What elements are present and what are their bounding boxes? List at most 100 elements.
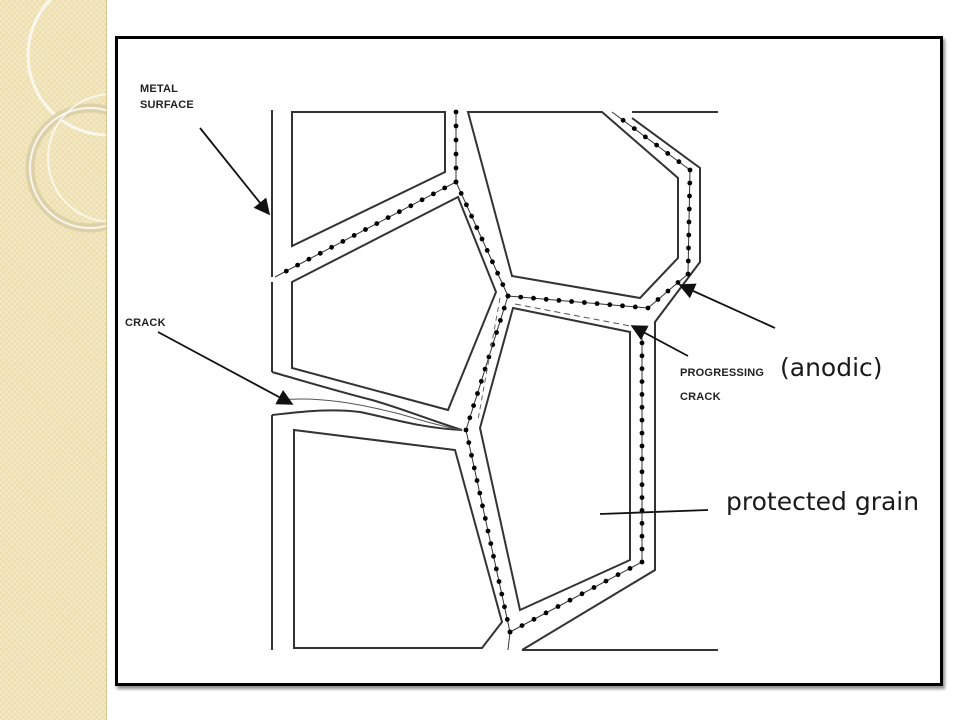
crack-fissure bbox=[279, 398, 463, 431]
label-progressing-line2: CRACK bbox=[680, 391, 721, 403]
anodic-dot bbox=[567, 597, 573, 603]
anodic-dot bbox=[499, 591, 505, 597]
anodic-dot bbox=[505, 293, 511, 299]
anodic-dot bbox=[639, 456, 645, 462]
anodic-dot bbox=[475, 391, 480, 396]
anodic-dot bbox=[639, 443, 645, 449]
decorative-side-strip bbox=[0, 0, 107, 720]
label-protected-grain: protected grain bbox=[726, 487, 919, 516]
anodic-dot bbox=[620, 117, 626, 123]
metal-surface-arrow bbox=[199, 127, 271, 216]
anodic-dot bbox=[283, 268, 289, 274]
anodic-dot bbox=[639, 417, 645, 423]
anodic-dot bbox=[686, 245, 691, 251]
anodic-dot bbox=[484, 248, 490, 253]
anodic-dot bbox=[639, 392, 645, 397]
crack-path-lower bbox=[271, 409, 463, 431]
anodic-dot bbox=[639, 546, 645, 552]
anodic-dot bbox=[431, 191, 436, 197]
anodic-dot bbox=[685, 271, 691, 277]
progressing-crack-arrow bbox=[630, 325, 689, 357]
anodic-dot bbox=[654, 142, 659, 148]
crack-path bbox=[271, 371, 463, 431]
grain-boundaries bbox=[271, 110, 718, 651]
anodic-dot bbox=[569, 299, 574, 304]
anodic-dot bbox=[603, 578, 609, 584]
anodic-dot bbox=[467, 415, 473, 421]
anodic-dot bbox=[645, 305, 651, 311]
anodic-dot bbox=[632, 304, 638, 310]
anodic-dot bbox=[631, 126, 637, 131]
decorative-rings bbox=[25, 0, 106, 233]
anodic-dot bbox=[482, 366, 488, 372]
anodic-dot bbox=[408, 203, 414, 209]
anodic-dot bbox=[295, 262, 300, 268]
anodic-dot bbox=[469, 452, 474, 458]
anodic-dot bbox=[477, 490, 483, 496]
anodic-boundary-line bbox=[274, 112, 457, 278]
label-crack: CRACK bbox=[125, 317, 166, 329]
anodic-dot bbox=[485, 528, 491, 534]
anodic-dot bbox=[351, 233, 357, 238]
anodic-dot bbox=[685, 258, 691, 264]
anodic-dot bbox=[474, 225, 480, 231]
crack-arrow bbox=[157, 331, 294, 405]
anodic-dot bbox=[471, 403, 476, 408]
anodic-dot bbox=[519, 623, 525, 628]
anodic-dot bbox=[687, 180, 693, 186]
anodic-dot bbox=[502, 604, 507, 610]
label-anodic: (anodic) bbox=[780, 353, 883, 382]
anodic-dot bbox=[491, 553, 496, 559]
anodic-dot bbox=[374, 221, 380, 227]
anodic-dot bbox=[665, 288, 671, 294]
anodic-dot bbox=[458, 191, 464, 196]
anodic-dot bbox=[496, 579, 502, 584]
grain-bottom-left bbox=[293, 428, 504, 649]
anodic-dot bbox=[665, 151, 671, 156]
anodic-dotted-boundaries bbox=[274, 109, 693, 651]
anodic-dot bbox=[453, 151, 459, 157]
protected-grain-pointer bbox=[599, 509, 709, 515]
anodic-dot bbox=[453, 179, 459, 185]
diagram-frame bbox=[115, 36, 943, 686]
grain-middle-left bbox=[291, 195, 498, 412]
anodic-dot bbox=[607, 302, 613, 308]
anodic-dot bbox=[363, 227, 368, 232]
grain-top-left bbox=[291, 111, 446, 248]
anodic-dot bbox=[639, 340, 645, 346]
anodic-dot bbox=[463, 427, 469, 433]
anodic-dot bbox=[504, 617, 510, 622]
anodic-dot bbox=[385, 215, 391, 221]
grain-top-right bbox=[466, 111, 679, 300]
label-metal-surface-line1: METAL bbox=[140, 83, 178, 95]
anodic-dot bbox=[482, 516, 488, 521]
anodic-dot bbox=[543, 610, 549, 616]
anodic-dot bbox=[490, 259, 495, 265]
anodic-dot bbox=[639, 533, 645, 539]
anodic-dot bbox=[675, 280, 681, 285]
anodic-arrow bbox=[678, 283, 776, 329]
anodic-dot bbox=[469, 213, 474, 219]
anodic-dot bbox=[518, 294, 524, 300]
anodic-dot bbox=[556, 298, 562, 303]
anodic-dot bbox=[453, 123, 459, 129]
anodic-dot bbox=[639, 379, 645, 384]
anodic-dot bbox=[471, 465, 477, 471]
anodic-dot bbox=[442, 185, 448, 191]
anodic-dot bbox=[591, 585, 597, 590]
anodic-dot bbox=[507, 629, 513, 635]
anodic-dot bbox=[582, 300, 587, 305]
anodic-dot bbox=[579, 591, 585, 597]
anodic-dot bbox=[493, 566, 499, 572]
anodic-dot bbox=[676, 159, 682, 165]
anodic-dot bbox=[495, 270, 500, 276]
anodic-dot bbox=[687, 193, 692, 199]
anodic-dot bbox=[627, 566, 633, 571]
anodic-dot bbox=[306, 256, 312, 262]
progressing-crack-trace-left bbox=[477, 297, 501, 421]
anodic-dot bbox=[453, 165, 459, 171]
anodic-dot bbox=[531, 295, 536, 301]
anodic-dot bbox=[329, 244, 334, 250]
anodic-dot bbox=[340, 239, 346, 244]
anodic-dot bbox=[419, 197, 425, 203]
